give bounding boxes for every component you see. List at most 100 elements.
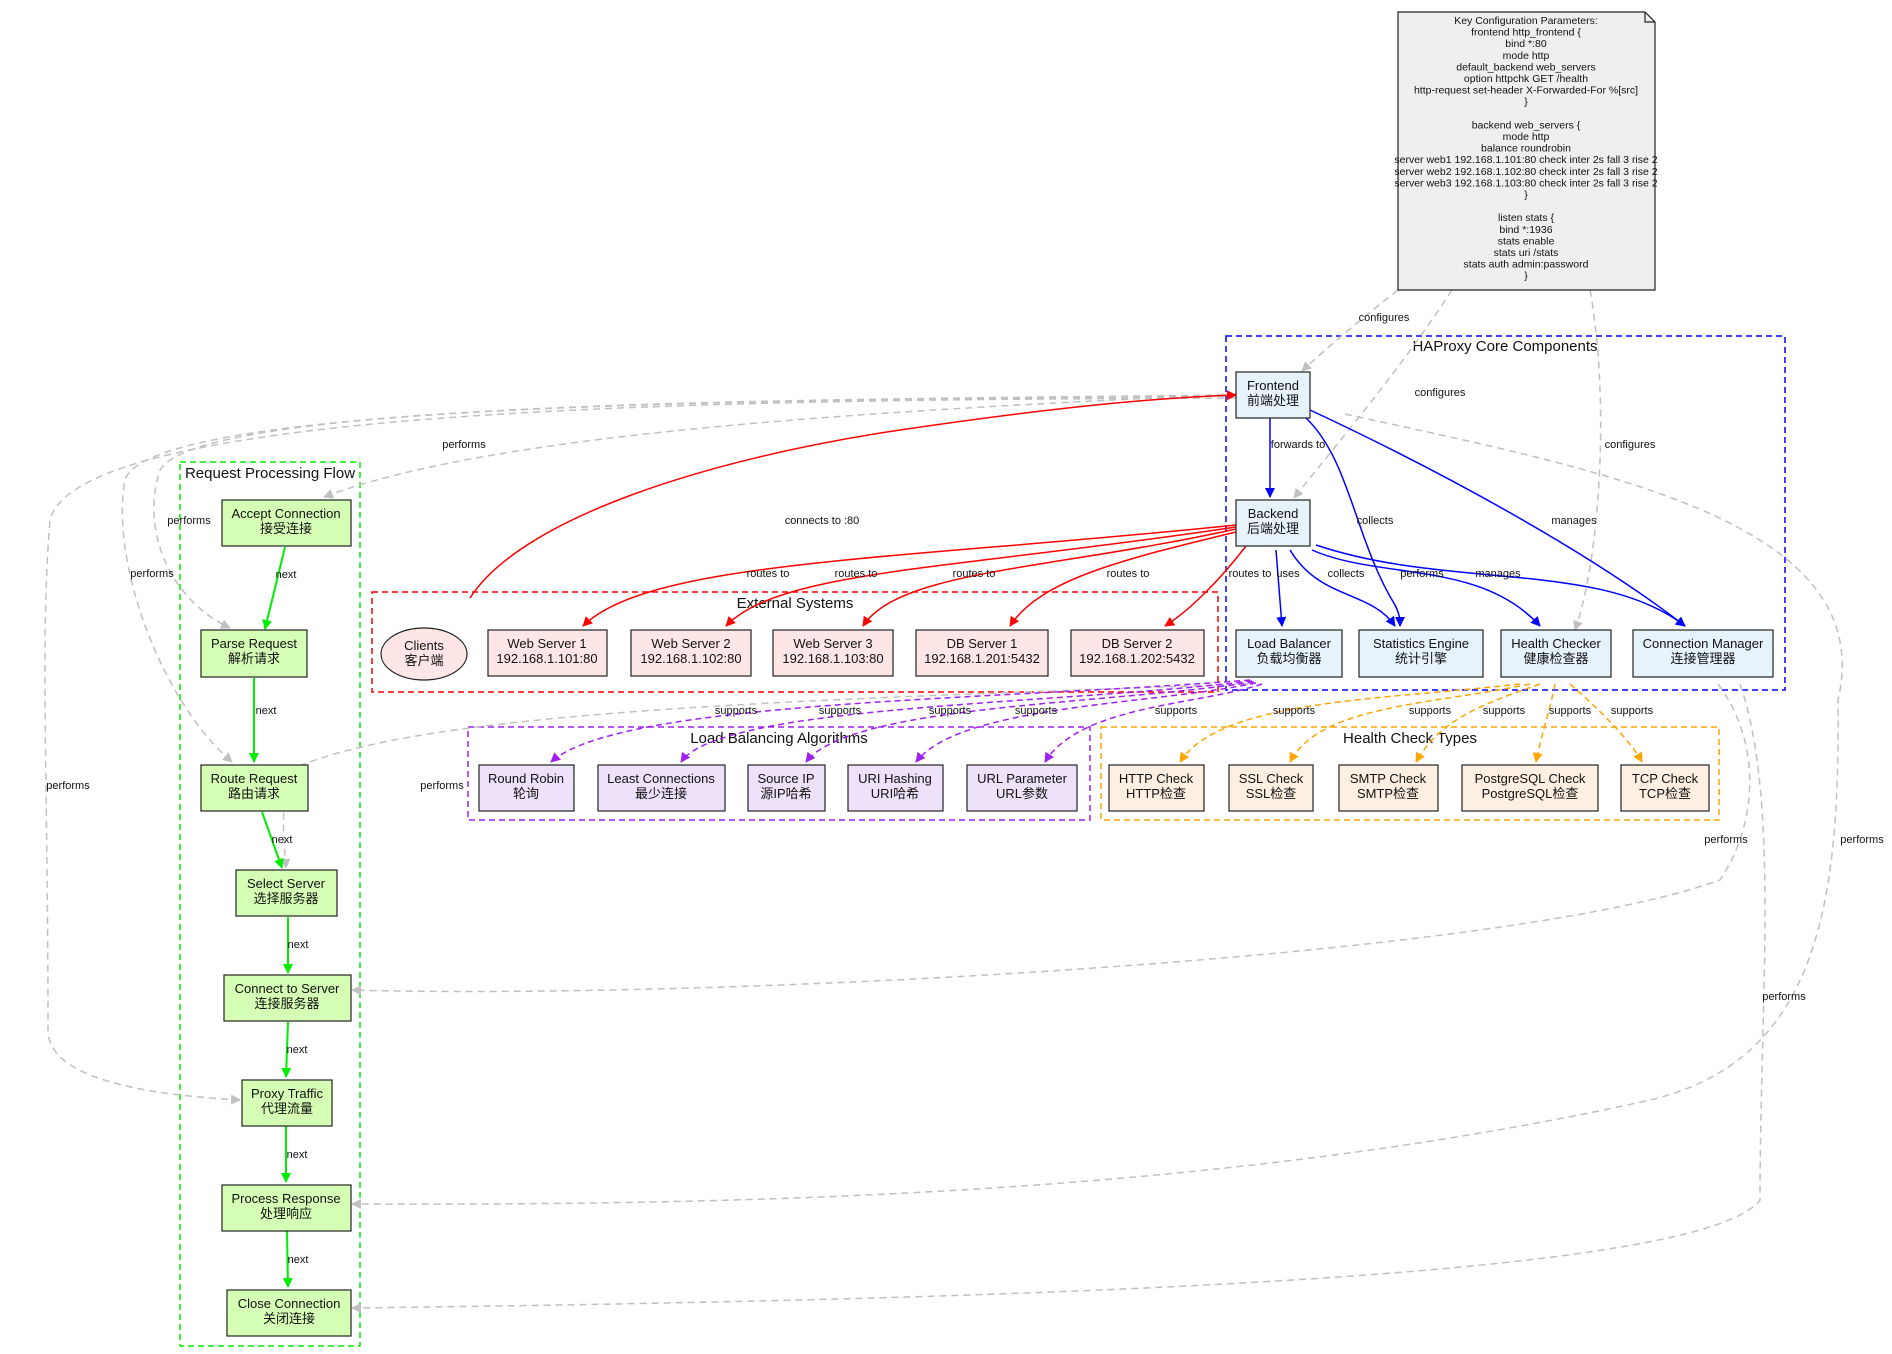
node-parse-title: Parse Request xyxy=(211,636,297,651)
edge-frontend-accept xyxy=(323,393,1237,499)
node-round-robin-title: Round Robin xyxy=(488,771,564,786)
node-web3-title: Web Server 3 xyxy=(793,636,872,651)
node-load-balancer-title: Load Balancer xyxy=(1247,636,1332,651)
node-pg-check: PostgreSQL Check PostgreSQL检查 xyxy=(1461,764,1599,812)
config-note-line: server web2 192.168.1.102:80 check inter… xyxy=(1394,166,1657,178)
node-db2: DB Server 2 192.168.1.202:5432 xyxy=(1070,629,1205,677)
node-accept-title: Accept Connection xyxy=(231,506,340,521)
label-next-1: next xyxy=(276,569,297,581)
node-process-title: Process Response xyxy=(231,1191,340,1206)
node-route: Route Request 路由请求 xyxy=(200,764,309,812)
node-select-subtitle: 选择服务器 xyxy=(253,891,318,906)
edge-frontend-conn xyxy=(1309,409,1686,627)
label-routes-to-1: routes to xyxy=(747,568,790,580)
node-tcp-check-subtitle: TCP检查 xyxy=(1639,786,1691,801)
edge-connect-proxy xyxy=(281,1021,292,1078)
node-proxy-subtitle: 代理流量 xyxy=(261,1101,313,1116)
node-smtp-check-subtitle: SMTP检查 xyxy=(1357,786,1419,801)
node-clients-title: Clients xyxy=(404,638,444,653)
node-web1-subtitle: 192.168.1.101:80 xyxy=(496,651,597,666)
node-parse-subtitle: 解析请求 xyxy=(228,651,280,666)
config-note-line: } xyxy=(1524,270,1528,282)
node-health-checker-subtitle: 健康检查器 xyxy=(1523,651,1588,666)
node-uri-hash-subtitle: URI哈希 xyxy=(871,786,919,801)
label-connects-to: connects to :80 xyxy=(785,515,860,527)
edge-health-tcp xyxy=(1569,683,1643,763)
edge-lb-sourceip xyxy=(805,681,1255,763)
config-note-line: backend web_servers { xyxy=(1472,119,1581,131)
node-backend: Backend 后端处理 xyxy=(1235,499,1311,547)
edge-backend-db2 xyxy=(1164,545,1247,627)
config-note-line: balance roundrobin xyxy=(1481,143,1571,155)
label-supports-1: supports xyxy=(715,705,758,717)
config-note-line: server web3 192.168.1.103:80 check inter… xyxy=(1394,177,1657,189)
label-supports-2: supports xyxy=(819,705,862,717)
label-forwards-to: forwards to xyxy=(1271,439,1325,451)
config-note-line: frontend http_frontend { xyxy=(1471,27,1581,39)
node-close: Close Connection 关闭连接 xyxy=(226,1289,352,1337)
edge-lb-urlparam xyxy=(1044,683,1263,763)
edge-backend-web3 xyxy=(862,528,1237,627)
label-performs-accept: performs xyxy=(442,439,486,451)
node-ssl-check-subtitle: SSL检查 xyxy=(1246,786,1297,801)
node-http-check-title: HTTP Check xyxy=(1119,771,1194,786)
label-supports-8: supports xyxy=(1483,705,1526,717)
edge-health-ssl xyxy=(1289,683,1531,763)
edge-clients-frontend xyxy=(469,390,1237,599)
label-supports-10: supports xyxy=(1611,705,1654,717)
edge-note-health xyxy=(1573,289,1602,631)
label-performs-select: performs xyxy=(420,780,464,792)
config-note-line: mode http xyxy=(1503,131,1550,143)
label-next-4: next xyxy=(288,939,309,951)
config-note-line: bind *:80 xyxy=(1505,38,1547,50)
node-health-checker: Health Checker 健康检查器 xyxy=(1500,629,1612,678)
core-edges xyxy=(1265,409,1686,627)
node-load-balancer-subtitle: 负载均衡器 xyxy=(1256,651,1321,666)
label-supports-9: supports xyxy=(1549,705,1592,717)
node-round-robin: Round Robin 轮询 xyxy=(478,764,575,812)
label-supports-7: supports xyxy=(1409,705,1452,717)
edge-labels: configures configures configures forward… xyxy=(46,312,1884,1266)
label-next-7: next xyxy=(288,1254,309,1266)
node-frontend-title: Frontend xyxy=(1247,378,1299,393)
label-next-2: next xyxy=(256,705,277,717)
health-edges xyxy=(1179,683,1643,763)
node-process-subtitle: 处理响应 xyxy=(260,1206,312,1221)
node-least-conn-subtitle: 最少连接 xyxy=(635,786,687,801)
node-stats-engine: Statistics Engine 统计引擎 xyxy=(1358,629,1484,678)
label-configures-3: configures xyxy=(1605,439,1656,451)
edge-route-select xyxy=(261,811,284,869)
config-note: Key Configuration Parameters:frontend ht… xyxy=(1394,11,1658,291)
label-uses: uses xyxy=(1276,568,1300,580)
node-least-conn: Least Connections 最少连接 xyxy=(597,764,726,812)
node-clients-subtitle: 客户端 xyxy=(404,653,443,668)
node-stats-engine-subtitle: 统计引擎 xyxy=(1395,651,1447,666)
label-next-5: next xyxy=(287,1044,308,1056)
edge-backend-db1 xyxy=(1009,531,1237,627)
label-routes-to-5: routes to xyxy=(1229,568,1272,580)
cluster-core-title: HAProxy Core Components xyxy=(1412,338,1597,355)
config-note-line: http-request set-header X-Forwarded-For … xyxy=(1414,85,1638,97)
node-web1-title: Web Server 1 xyxy=(507,636,586,651)
node-pg-check-title: PostgreSQL Check xyxy=(1475,771,1586,786)
node-select: Select Server 选择服务器 xyxy=(235,869,338,917)
node-url-param: URL Parameter URL参数 xyxy=(966,764,1078,812)
label-collects-2: collects xyxy=(1328,568,1365,580)
node-connect: Connect to Server 连接服务器 xyxy=(223,974,352,1022)
config-note-line: stats auth admin:password xyxy=(1464,259,1589,271)
node-route-title: Route Request xyxy=(211,771,298,786)
config-note-line: option httpchk GET /health xyxy=(1464,73,1588,85)
config-note-line: server web1 192.168.1.101:80 check inter… xyxy=(1394,154,1657,166)
config-note-line: stats uri /stats xyxy=(1494,247,1559,259)
label-configures-2: configures xyxy=(1415,387,1466,399)
node-pg-check-subtitle: PostgreSQL检查 xyxy=(1482,786,1579,801)
node-accept: Accept Connection 接受连接 xyxy=(221,499,352,547)
node-url-param-title: URL Parameter xyxy=(977,771,1067,786)
label-manages-2: manages xyxy=(1475,568,1521,580)
node-web3: Web Server 3 192.168.1.103:80 xyxy=(772,629,894,677)
node-source-ip-title: Source IP xyxy=(757,771,814,786)
config-note-line: Key Configuration Parameters: xyxy=(1454,15,1598,27)
edge-conn-connect xyxy=(351,683,1751,996)
node-db1: DB Server 1 192.168.1.201:5432 xyxy=(915,629,1049,677)
label-routes-to-2: routes to xyxy=(835,568,878,580)
